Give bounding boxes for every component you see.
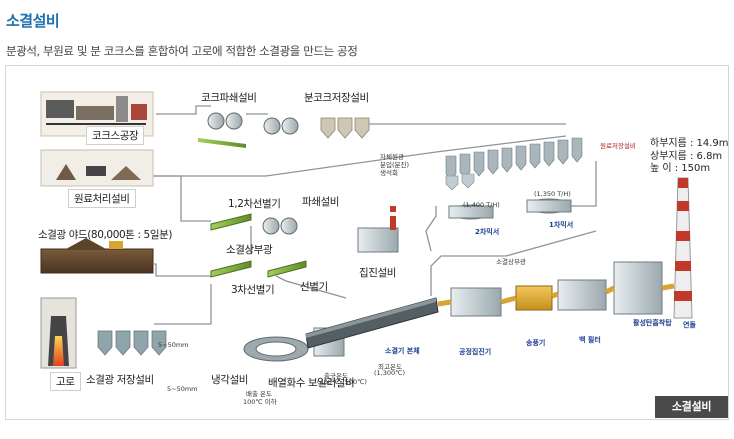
label-coke-plant: 코크스공장	[86, 126, 145, 145]
label-mixer-1: 1차믹서	[549, 221, 574, 229]
label-cooler: 냉각설비	[211, 374, 249, 386]
label-sinter-yard: 소결광 야드(80,000톤 : 5일분)	[38, 229, 173, 241]
sinter-storage-icon	[97, 330, 167, 356]
sinter-yard-icon	[40, 238, 154, 274]
label-sinter-storage: 소결광 저장설비	[86, 374, 154, 386]
flow-lines	[146, 105, 597, 325]
label-sinter-machine: 소결기 본체	[385, 347, 420, 355]
label-mixer-2: 2차믹서	[475, 228, 500, 236]
stack-icon	[673, 177, 693, 319]
process-diagram	[40, 91, 693, 369]
mixer-1-icon	[526, 198, 572, 214]
stack-specs: 하부지름 : 14.9m 상부지름 : 6.8m 높 이 : 150m	[650, 138, 729, 176]
blast-furnace-icon	[40, 297, 77, 369]
label-hopper-2: 분입(분진)	[380, 161, 409, 169]
yellow-ducts	[437, 283, 675, 307]
label-raw-material-handling: 원료처리설비	[68, 189, 136, 208]
label-crusher: 파쇄설비	[302, 196, 340, 208]
sinter-machine-icon	[305, 297, 439, 349]
label-fine-coke-storage: 분코크저장설비	[304, 92, 369, 104]
bag-filter-icon	[557, 279, 607, 311]
label-exit-temp-val: (400℃~500℃)	[317, 378, 367, 386]
label-raw-storage: 원료저장설비	[600, 142, 636, 150]
label-size-b: 5~50mm	[167, 385, 198, 393]
diagram-frame: 코크스공장 코크파쇄설비 분코크저장설비 원료처리설비 소결광 야드(80,00…	[5, 65, 729, 420]
label-screen-3: 3차선별기	[231, 284, 275, 296]
screen-3-icon	[210, 260, 252, 278]
label-size-a: 5~50mm	[158, 341, 189, 349]
stack-spec-height: 높 이 : 150m	[650, 163, 711, 174]
label-screener: 선별기	[300, 281, 328, 293]
label-hopper-1: 자체원광	[380, 153, 404, 161]
screener-icon	[267, 260, 307, 278]
caption-badge: 소결설비	[655, 396, 728, 418]
label-dust-collector: 집진설비	[359, 267, 397, 279]
label-waste-heat-boiler: 배열화수 보일러설비	[268, 377, 355, 389]
stack-spec-bottom: 하부지름 : 14.9m	[650, 138, 729, 149]
hopper-row-small-icon	[445, 173, 475, 191]
label-exit-temp: 출구온도	[324, 372, 348, 380]
raw-storage-bins-icon	[445, 137, 583, 181]
page-title: 소결설비	[6, 12, 60, 30]
coke-crusher-icon	[198, 112, 246, 148]
label-flow-1350: (1,350 T/H)	[534, 190, 571, 198]
label-blast-furnace: 고로	[50, 372, 81, 391]
label-max-temp: 최고온도	[378, 363, 402, 371]
label-desulfurization: 활성탄흡착탑	[633, 319, 672, 327]
desulfurization-icon	[613, 261, 663, 315]
stack-spec-top: 상부지름 : 6.8m	[650, 150, 723, 162]
label-exhaust-temp: 배출 온도	[246, 390, 272, 398]
mixer-2-icon	[448, 204, 494, 220]
label-max-temp-val: (1,300℃)	[374, 369, 405, 377]
raw-material-handling-icon	[40, 149, 154, 187]
process-dust-collector-icon	[450, 287, 502, 317]
dust-collector-icon	[357, 206, 399, 253]
label-flow-1400: (1,400 T/H)	[463, 201, 500, 209]
label-screen-12: 1,2차선별기	[228, 198, 281, 210]
label-sinter-upper: 소결상부광	[226, 244, 273, 256]
crusher-icon	[262, 217, 298, 235]
label-exhaust-temp-val: 100℃ 이하	[243, 398, 277, 406]
label-blower: 송풍기	[526, 339, 546, 347]
fine-coke-storage-icon	[263, 117, 370, 139]
blower-icon	[515, 285, 553, 311]
label-coke-crusher: 코크파쇄설비	[201, 92, 257, 104]
screen-12-icon	[210, 213, 252, 231]
label-stack: 연돌	[683, 321, 696, 329]
label-sinter-return: 소결상부광	[496, 258, 526, 266]
label-hopper-3: 생석회	[380, 169, 398, 177]
label-bag-filter: 백 필터	[579, 336, 601, 344]
label-process-dust-collector: 공정집진기	[459, 348, 492, 356]
page-description: 분광석, 부원료 및 분 코크스를 혼합하여 고로에 적합한 소결광을 만드는 …	[6, 44, 358, 58]
cooler-icon	[243, 336, 309, 362]
